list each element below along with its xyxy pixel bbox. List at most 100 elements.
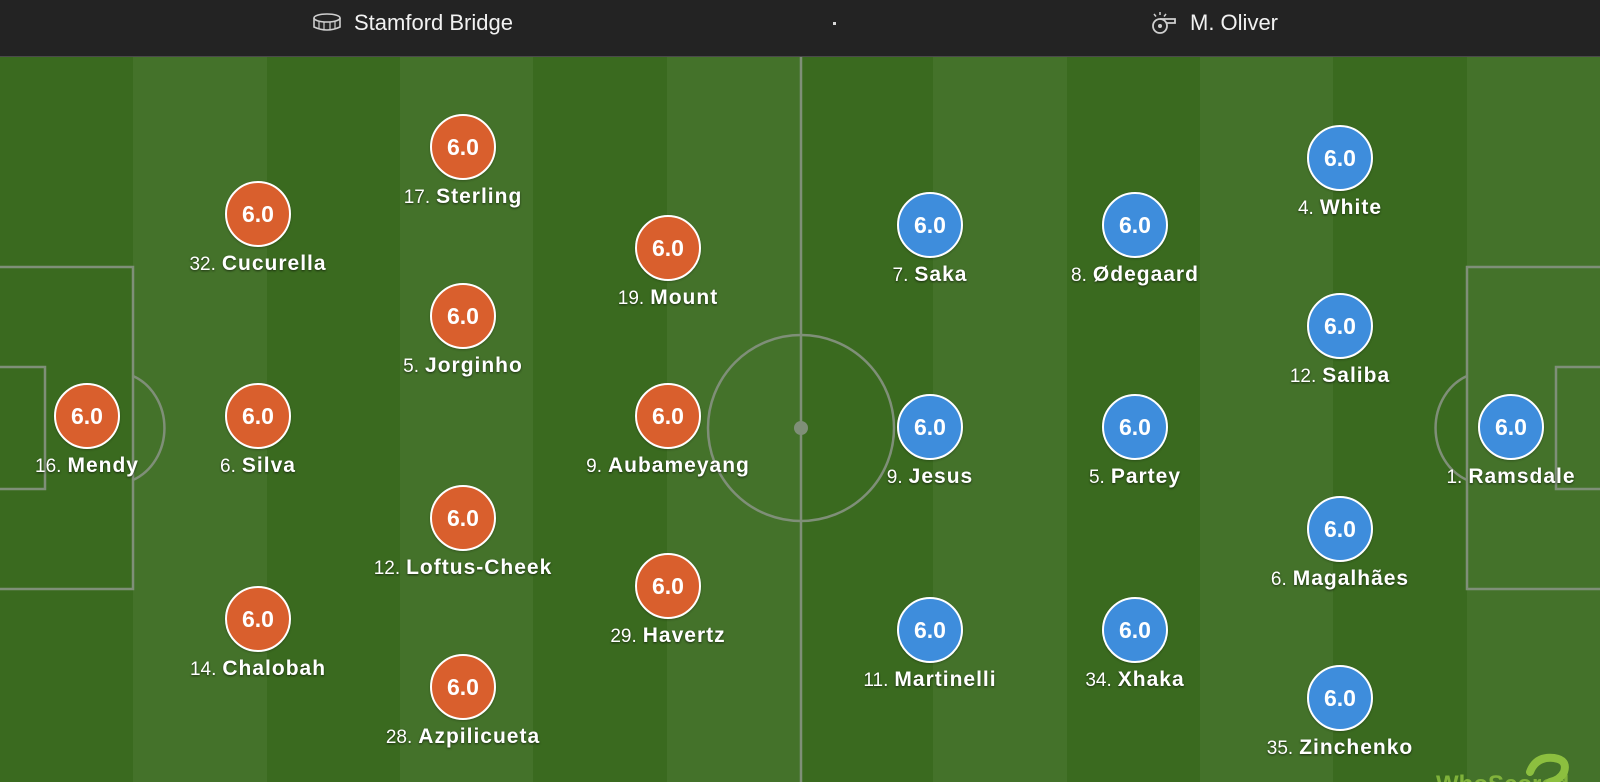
player-label: 9.Aubameyang [538,454,798,478]
player-rating: 6.0 [635,383,701,449]
player-number: 4. [1297,198,1314,219]
whistle-icon [1148,10,1178,36]
away-player[interactable]: 6.0 35.Zinchenko [1210,665,1470,760]
player-number: 9. [886,467,903,488]
home-player[interactable]: 6.0 9.Aubameyang [538,383,798,478]
player-label: 1.Ramsdale [1381,465,1600,489]
stadium-icon [312,10,342,36]
player-label: 9.Jesus [800,465,1060,489]
player-number: 29. [610,626,637,647]
player-number: 34. [1085,670,1112,691]
player-label: 28.Azpilicueta [333,725,593,749]
away-player[interactable]: 6.0 8.Ødegaard [1005,192,1265,287]
player-name: Zinchenko [1299,736,1414,759]
player-number: 9. [586,456,602,477]
home-player[interactable]: 6.0 28.Azpilicueta [333,654,593,749]
player-rating: 6.0 [1307,293,1373,359]
referee-name: M. Oliver [1190,10,1278,35]
player-number: 32. [189,254,216,275]
player-rating: 6.0 [225,181,291,247]
home-player[interactable]: 6.0 19.Mount [538,215,798,310]
player-rating: 6.0 [1307,496,1373,562]
player-rating: 6.0 [635,215,701,281]
svg-text:WhoScored.com: WhoScored.com [1436,771,1576,782]
player-name: Azpilicueta [418,725,541,748]
player-label: 8.Ødegaard [1005,263,1265,287]
player-label: 32.Cucurella [128,252,388,276]
player-label: 7.Saka [800,263,1060,287]
player-label: 12.Loftus-Cheek [333,556,593,580]
player-number: 28. [385,727,413,748]
player-name: Havertz [642,624,726,647]
player-number: 6. [220,456,236,477]
player-name: Silva [241,454,296,477]
home-player[interactable]: 6.0 16.Mendy [0,383,217,478]
player-label: 17.Sterling [333,185,593,209]
home-player[interactable]: 6.0 14.Chalobah [128,586,388,681]
player-rating: 6.0 [897,192,963,258]
player-number: 5. [403,356,420,377]
match-info-bar: Stamford Bridge M. Oliver [0,0,1600,57]
player-name: Saka [914,263,968,286]
player-rating: 6.0 [225,383,291,449]
venue-name: Stamford Bridge [354,10,513,35]
player-name: Partey [1110,465,1182,488]
player-rating: 6.0 [1478,394,1544,460]
player-number: 12. [373,558,401,579]
away-player[interactable]: 6.0 7.Saka [800,192,1060,287]
pitch-markings [0,57,1600,782]
player-label: 5.Jorginho [333,354,593,378]
player-rating: 6.0 [1102,192,1168,258]
player-name: Sterling [436,185,523,208]
whoscored-logo: WhoScored.com [1426,752,1600,782]
player-number: 19. [617,288,645,309]
player-label: 16.Mendy [0,454,217,478]
player-number: 12. [1289,366,1317,387]
player-rating: 6.0 [225,586,291,652]
player-rating: 6.0 [430,283,496,349]
away-player[interactable]: 6.0 5.Partey [1005,394,1265,489]
away-player[interactable]: 6.0 9.Jesus [800,394,1060,489]
home-player[interactable]: 6.0 32.Cucurella [128,181,388,276]
home-player[interactable]: 6.0 5.Jorginho [333,283,593,378]
player-rating: 6.0 [54,383,120,449]
player-rating: 6.0 [1102,597,1168,663]
player-number: 16. [35,456,62,477]
player-name: Jesus [908,465,974,488]
player-number: 8. [1071,265,1087,286]
player-name: Martinelli [894,668,997,691]
player-label: 5.Partey [1005,465,1265,489]
player-number: 17. [403,187,431,208]
player-name: Jorginho [425,354,523,377]
pitch-stripes [0,57,1600,782]
away-player[interactable]: 6.0 1.Ramsdale [1381,394,1600,489]
home-player[interactable]: 6.0 6.Silva [128,383,388,478]
player-label: 19.Mount [538,286,798,310]
player-number: 35. [1266,738,1294,759]
player-rating: 6.0 [430,114,496,180]
player-label: 29.Havertz [538,624,798,648]
player-label: 14.Chalobah [128,657,388,681]
player-number: 5. [1088,467,1105,488]
separator-dot [833,22,836,25]
home-player[interactable]: 6.0 17.Sterling [333,114,593,209]
player-name: Loftus-Cheek [406,556,553,579]
player-number: 11. [863,670,889,691]
player-number: 1. [1446,467,1463,488]
player-rating: 6.0 [897,394,963,460]
player-rating: 6.0 [430,654,496,720]
player-label: 4.White [1210,196,1470,220]
player-name: Magalhães [1292,567,1410,590]
player-rating: 6.0 [1102,394,1168,460]
player-rating: 6.0 [1307,665,1373,731]
player-number: 14. [189,659,217,680]
player-name: White [1319,196,1382,219]
